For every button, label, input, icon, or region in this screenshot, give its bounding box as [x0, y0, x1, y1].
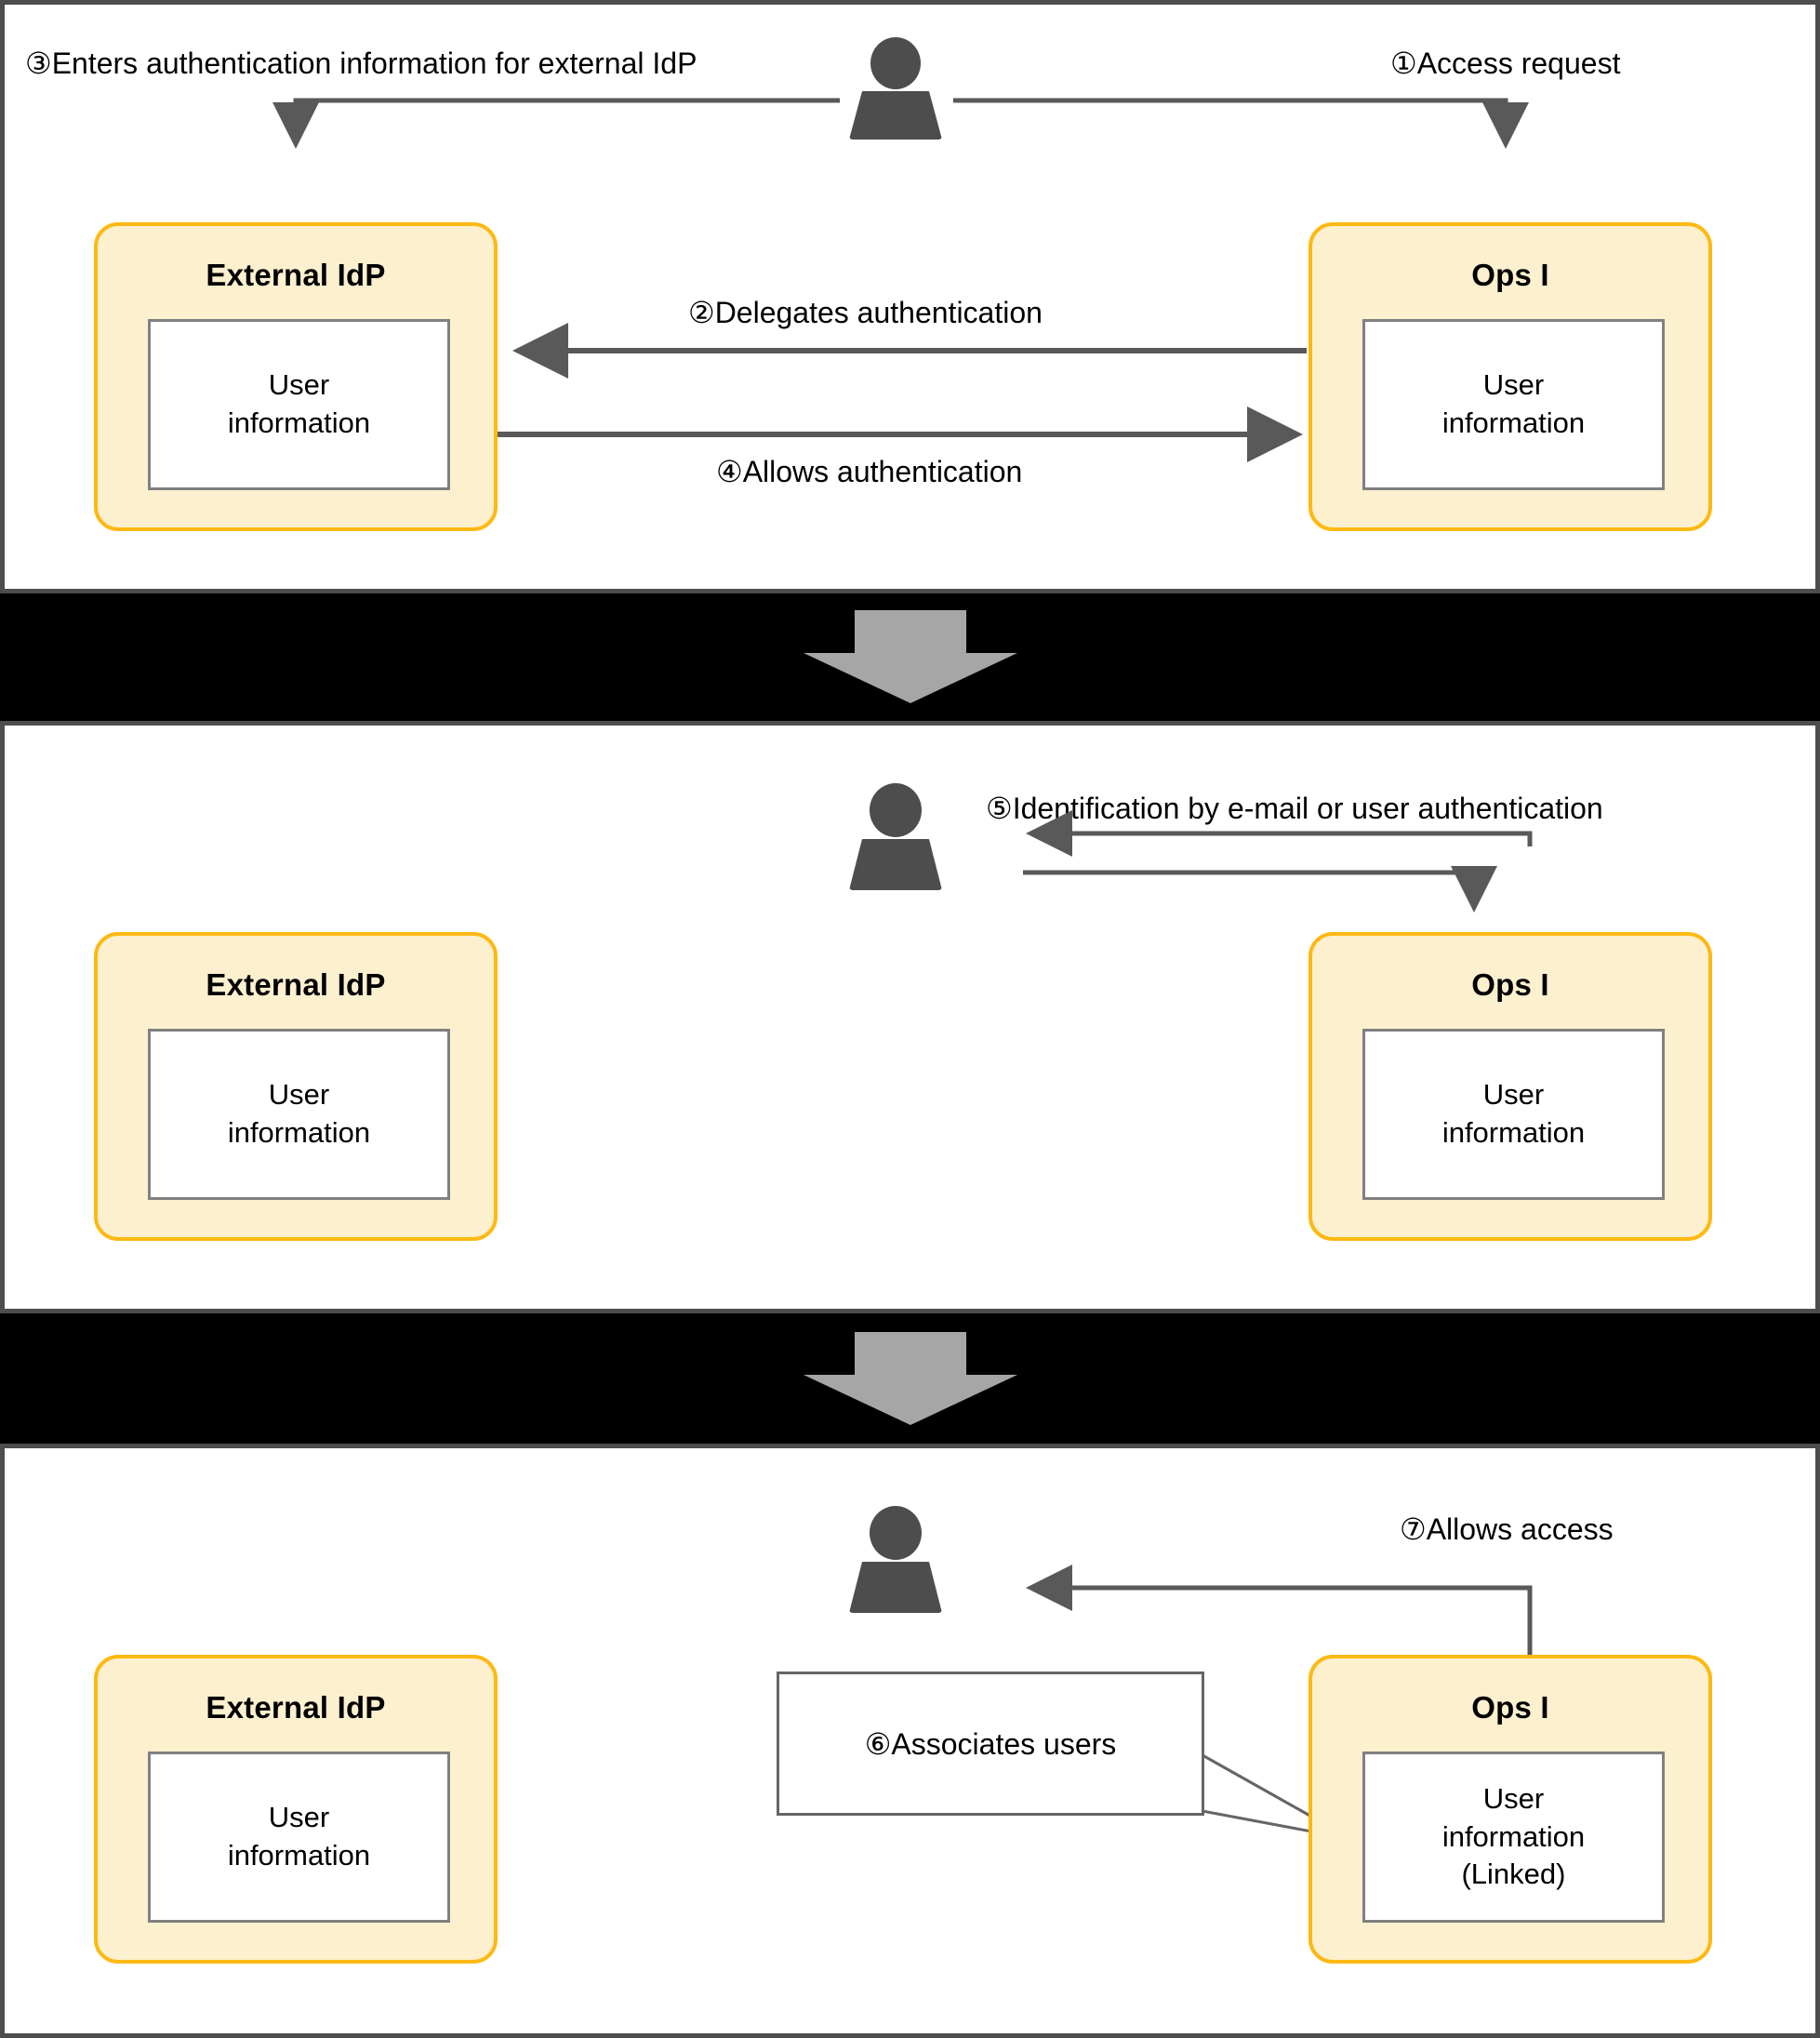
flow-separator-band-2: [0, 1313, 1820, 1444]
external-idp-user-information-1: User information: [148, 319, 450, 490]
person-head-icon: [870, 783, 922, 837]
ops-i-box-3[interactable]: Ops I User information (Linked): [1309, 1655, 1712, 1964]
ops-i-user-information-3: User information (Linked): [1362, 1752, 1665, 1923]
external-idp-box-1[interactable]: External IdP User information: [94, 222, 498, 531]
info-text: User information (Linked): [1441, 1781, 1586, 1891]
person-head-icon: [870, 37, 921, 89]
ops-i-user-information-1: User information: [1362, 319, 1665, 490]
step-5-label: ⑤Identification by e-mail or user authen…: [986, 792, 1603, 825]
external-idp-user-information-2: User information: [148, 1029, 450, 1200]
ops-i-box-1[interactable]: Ops I User information: [1309, 222, 1712, 531]
step-4-label: ④Allows authentication: [716, 455, 1023, 488]
info-text: User information: [227, 1801, 371, 1871]
step-7-label: ⑦Allows access: [1400, 1512, 1614, 1546]
flow-separator-band-1: [0, 593, 1820, 721]
external-idp-title: External IdP: [206, 967, 386, 1002]
info-text: User information: [1441, 1078, 1586, 1149]
ops-i-title: Ops I: [1471, 967, 1549, 1002]
step-1-label: ①Access request: [1390, 47, 1621, 80]
info-text: User information: [227, 368, 371, 439]
user-figure-1: [840, 37, 951, 140]
user-figure-2: [840, 783, 951, 890]
panel-step-3: ⑦Allows access ⑥Associates users Externa…: [0, 1444, 1820, 2038]
user-figure-3: [840, 1506, 951, 1613]
external-idp-title: External IdP: [206, 258, 386, 292]
info-text: User information: [227, 1078, 371, 1149]
person-head-icon: [870, 1506, 922, 1560]
step-6-callout: ⑥Associates users: [777, 1672, 1204, 1816]
down-arrow-icon-2: [803, 1332, 1017, 1425]
step-6-callout-label: ⑥Associates users: [864, 1726, 1117, 1761]
step-3-label: ③Enters authentication information for e…: [25, 47, 697, 80]
external-idp-box-2[interactable]: External IdP User information: [94, 932, 498, 1241]
external-idp-box-3[interactable]: External IdP User information: [94, 1655, 498, 1964]
step-2-label: ②Delegates authentication: [688, 296, 1043, 329]
person-body-icon: [849, 839, 942, 890]
external-idp-user-information-3: User information: [148, 1752, 450, 1923]
down-arrow-icon-1: [803, 610, 1017, 703]
info-text: User information: [1441, 368, 1586, 439]
ops-i-title: Ops I: [1471, 1690, 1549, 1725]
panel-step-2: ⑤Identification by e-mail or user authen…: [0, 721, 1820, 1313]
ops-i-title: Ops I: [1471, 258, 1549, 292]
person-body-icon: [849, 91, 942, 140]
ops-i-user-information-2: User information: [1362, 1029, 1665, 1200]
ops-i-box-2[interactable]: Ops I User information: [1309, 932, 1712, 1241]
person-body-icon: [849, 1562, 942, 1613]
panel-step-1: ③Enters authentication information for e…: [0, 0, 1820, 593]
external-idp-title: External IdP: [206, 1690, 386, 1725]
